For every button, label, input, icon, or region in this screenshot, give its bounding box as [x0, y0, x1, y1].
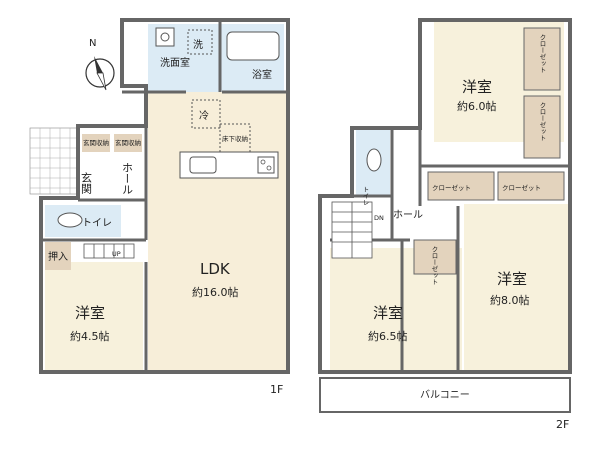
stairs-1f [83, 243, 135, 259]
closet-mid-1-label: クローゼット [432, 183, 471, 192]
western-room-1f-name: 洋室 [75, 304, 105, 322]
washer-label: 洗 [193, 39, 203, 51]
stairs-2f [331, 201, 373, 259]
oshiire-name: 押入 [48, 250, 68, 263]
floor-1-label: 1F [270, 383, 283, 396]
stair-up-mark: UP [112, 250, 121, 258]
entrance-name: 玄関 [80, 171, 93, 194]
shoe-storage-2-label: 玄関収納 [115, 138, 141, 147]
washroom-name: 洗面室 [160, 56, 190, 69]
shoe-storage-2 [114, 134, 142, 152]
floor-1-interior-walls [41, 20, 288, 372]
bathroom-name: 浴室 [252, 68, 272, 81]
sink-icon [189, 156, 217, 174]
oshiire-floor [45, 242, 71, 270]
stair-down-mark: DN [374, 214, 384, 222]
ldk-area: 約16.0帖 [192, 285, 239, 299]
closet-mid-2-label: クローゼット [502, 183, 541, 192]
toilet-2f-icon [366, 148, 382, 172]
ldk-name: LDK [200, 260, 231, 278]
closet-mid-1 [427, 171, 495, 201]
floor-2-outer-wall [318, 18, 572, 374]
kitchen-counter [179, 151, 279, 179]
floor-2-interior-walls [330, 128, 568, 372]
closet-north-2-label: クローゼット [538, 102, 546, 142]
floor-2-label: 2F [556, 418, 569, 431]
washer-space [187, 29, 213, 55]
compass: N [85, 38, 115, 91]
closet-mid-2 [497, 171, 565, 201]
hall-2f-name: ホール [393, 209, 423, 221]
fridge-label: 冷 [199, 109, 209, 122]
closet-small [413, 239, 457, 275]
toilet-1f-icon [57, 212, 83, 228]
toilet-2f-name: トイレ [361, 186, 369, 206]
balcony-name: バルコニー [420, 389, 470, 401]
room-southeast-floor [464, 204, 570, 370]
room-southeast-area: 約8.0帖 [490, 293, 530, 307]
ldk-floor [148, 92, 286, 370]
south-arrow-icon [96, 72, 107, 91]
bathtub-icon [226, 31, 280, 61]
underfloor-storage [219, 123, 251, 155]
room-north-name: 洋室 [462, 78, 492, 96]
balcony [319, 377, 571, 413]
washbasin-icon [155, 27, 175, 47]
fridge-space [191, 99, 221, 129]
room-southwest-area: 約6.5帖 [368, 329, 408, 343]
closet-north-1 [523, 27, 561, 91]
floor-2: 洋室 約6.0帖 洋室 約8.0帖 洋室 約6.5帖 ホール DN トイレ クロ… [318, 18, 572, 431]
room-north-area: 約6.0帖 [457, 99, 497, 113]
room-southwest-name: 洋室 [373, 304, 403, 322]
floor-1: LDK 約16.0帖 洋室 約4.5帖 洗面室 浴室 洗 冷 床下収納 トイレ … [29, 18, 290, 396]
room-southeast-name: 洋室 [497, 270, 527, 288]
closet-north-2 [523, 95, 561, 159]
north-arrow-icon [94, 56, 103, 73]
underfloor-storage-label: 床下収納 [222, 134, 248, 143]
compass-ring [85, 58, 115, 88]
shoe-storage-1-label: 玄関収納 [83, 138, 109, 147]
closet-small-label: クローゼット [430, 246, 438, 285]
western-room-1f-floor [45, 262, 143, 370]
porch [29, 127, 79, 195]
shoe-storage-1 [82, 134, 110, 152]
stove-icon [257, 156, 275, 174]
western-room-1f-area: 約4.5帖 [70, 329, 110, 343]
compass-north-label: N [89, 38, 96, 49]
toilet-1f-name: トイレ [82, 218, 112, 229]
closet-north-1-label: クローゼット [538, 34, 546, 74]
hall-1f-name: ホール [121, 162, 134, 195]
